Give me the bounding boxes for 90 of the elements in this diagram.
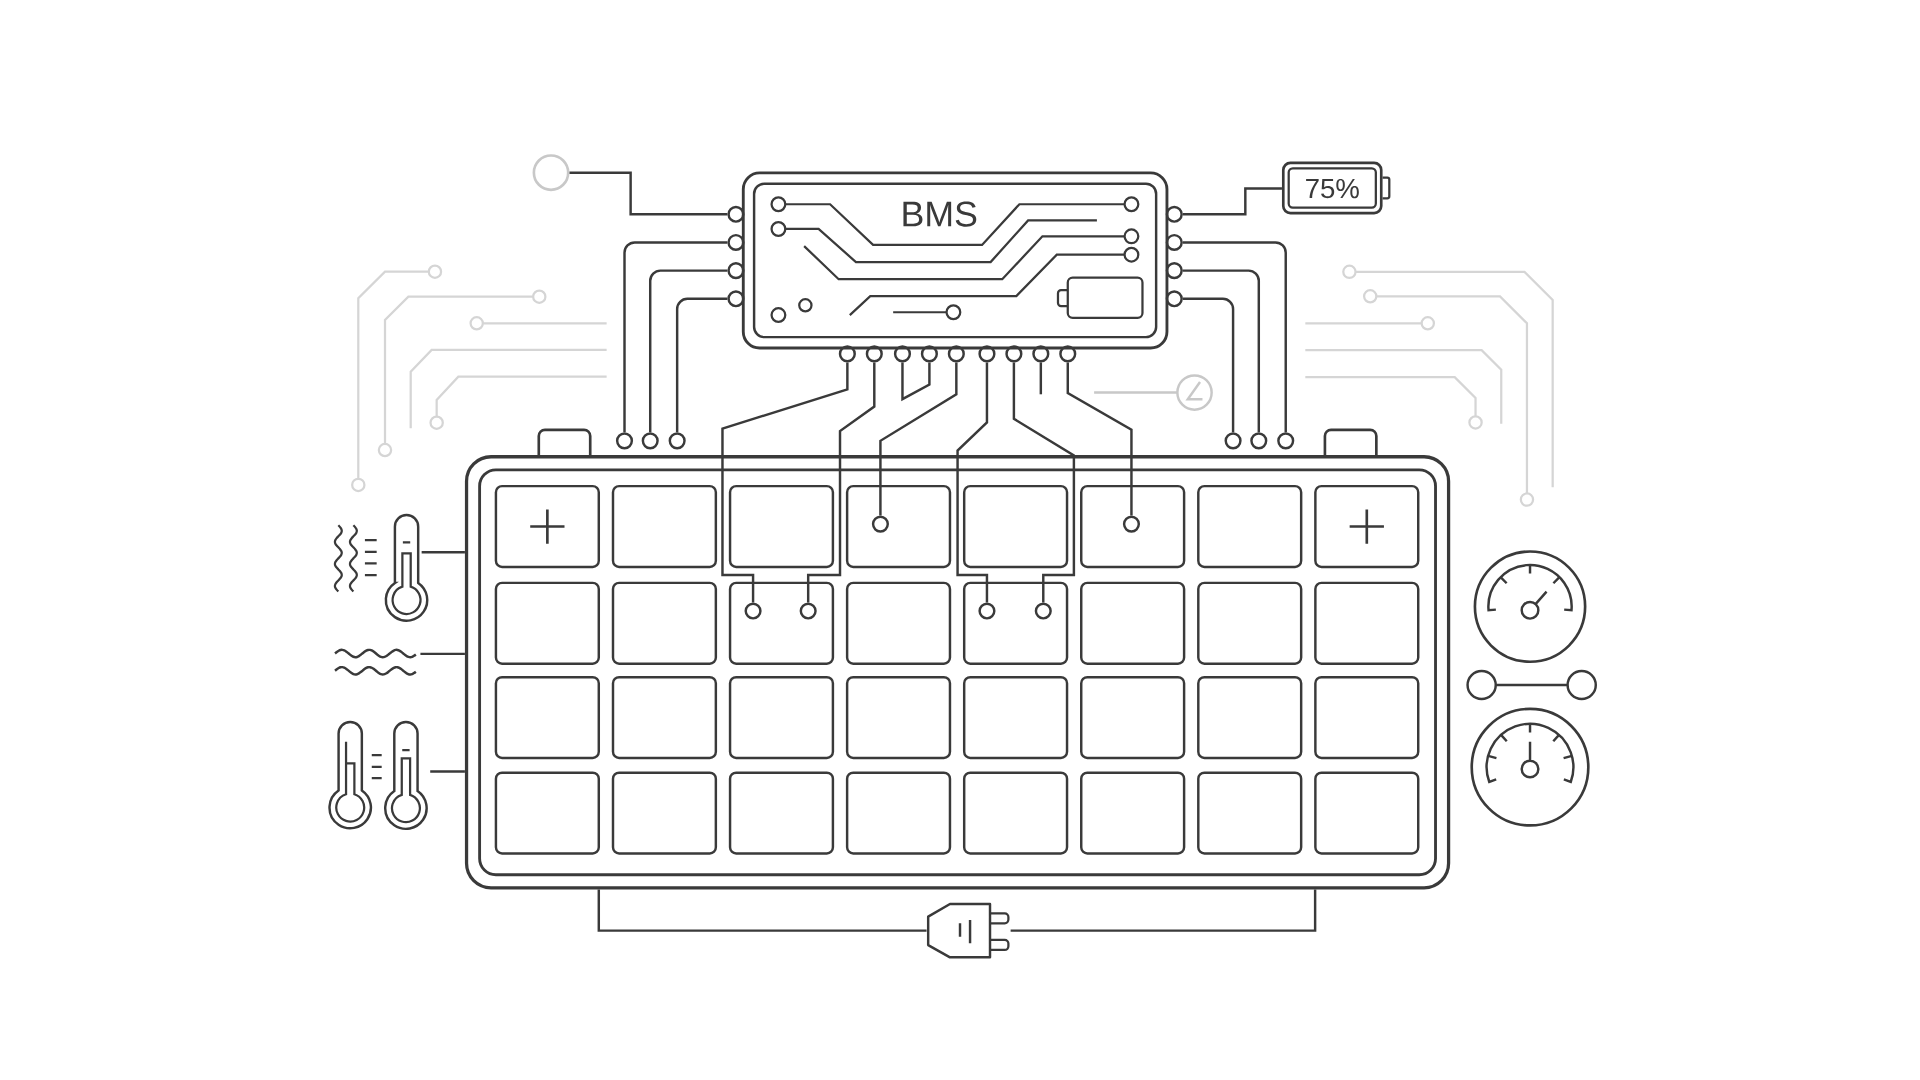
connector-pin [1165,205,1183,223]
wire [675,297,728,433]
battery-cell [494,484,600,569]
connector-pin [978,345,996,363]
thermometer-icon [333,513,429,622]
battery-cell [1197,484,1303,569]
cable [1010,889,1317,932]
circuit-board: BMS [741,171,1169,350]
terminal-dot [1122,515,1141,533]
wire [430,770,465,773]
battery-cell [728,484,835,569]
wire [1066,362,1133,516]
wire [569,171,728,216]
wire [1182,241,1287,433]
battery-cell [611,675,718,760]
wire [901,362,931,402]
terminal-dot [744,602,762,620]
connector-pin [893,345,912,363]
battery-cell [962,675,1069,760]
battery-cell [1314,581,1420,665]
wire [806,362,876,603]
battery-cell [1080,771,1186,855]
battery-pack [464,428,1451,890]
battery-cell [1314,771,1420,855]
connector-pin [641,432,659,450]
wire [421,551,465,554]
battery-cell [845,675,952,760]
connector-pin [727,290,745,308]
battery-cell [728,771,835,855]
terminal-dot [1034,602,1052,620]
connector-pin [1277,432,1295,450]
battery-cell [611,484,718,569]
battery-cell [962,771,1069,855]
wire [1039,362,1043,395]
connector-pin [1165,262,1183,280]
battery-cell [494,581,600,665]
connector-pin [615,432,634,450]
terminal-dot [871,515,889,533]
thermometer-icon [328,720,428,831]
wire [956,362,989,603]
battery-cell [1080,581,1186,665]
terminal-dot [799,602,817,620]
battery-cell [494,675,600,760]
battery-cell [962,484,1069,569]
connector-pin [947,345,965,363]
connector-pin [1224,432,1242,450]
battery-cell [728,675,835,760]
battery-cell [611,581,718,665]
connector-pin [865,345,883,363]
battery-cell [1314,675,1420,760]
wire [1182,269,1261,433]
wire [879,362,958,516]
battery-cell [962,581,1069,665]
wire [623,241,728,433]
wire [1182,297,1235,433]
cable [597,889,927,932]
wire [721,362,849,603]
connector-pin [727,262,745,280]
battery-cell [1080,675,1186,760]
wire [1182,187,1282,216]
battery-cell [845,484,952,569]
connector-pin [727,205,745,223]
battery-cell [728,581,835,665]
connector-pin [1059,345,1077,363]
connector-pin [838,345,856,363]
connector-pin [1005,345,1023,363]
plug-icon [926,902,1010,959]
terminal-dot [978,602,996,620]
wire [1012,362,1076,603]
battery-indicator: 75% [1281,161,1391,215]
battery-cell [845,581,952,665]
battery-cell [1197,581,1303,665]
wire [649,269,728,433]
connector-pin [668,432,686,450]
battery-cell [1080,484,1186,569]
wire [420,652,465,656]
battery-cell [845,771,952,855]
connector-pin [727,233,745,252]
battery-cell [1197,771,1303,855]
battery-cell [611,771,718,855]
connector-pin [1250,432,1268,450]
battery-cell [1197,675,1303,760]
wave-icon [334,648,417,676]
circle [532,154,570,192]
connector-pin [1165,233,1183,252]
connector-pin [1165,290,1183,308]
battery-cell [1314,484,1420,569]
connector-pin [920,345,938,363]
battery-cell [494,771,600,855]
connector-pin [1032,345,1050,363]
